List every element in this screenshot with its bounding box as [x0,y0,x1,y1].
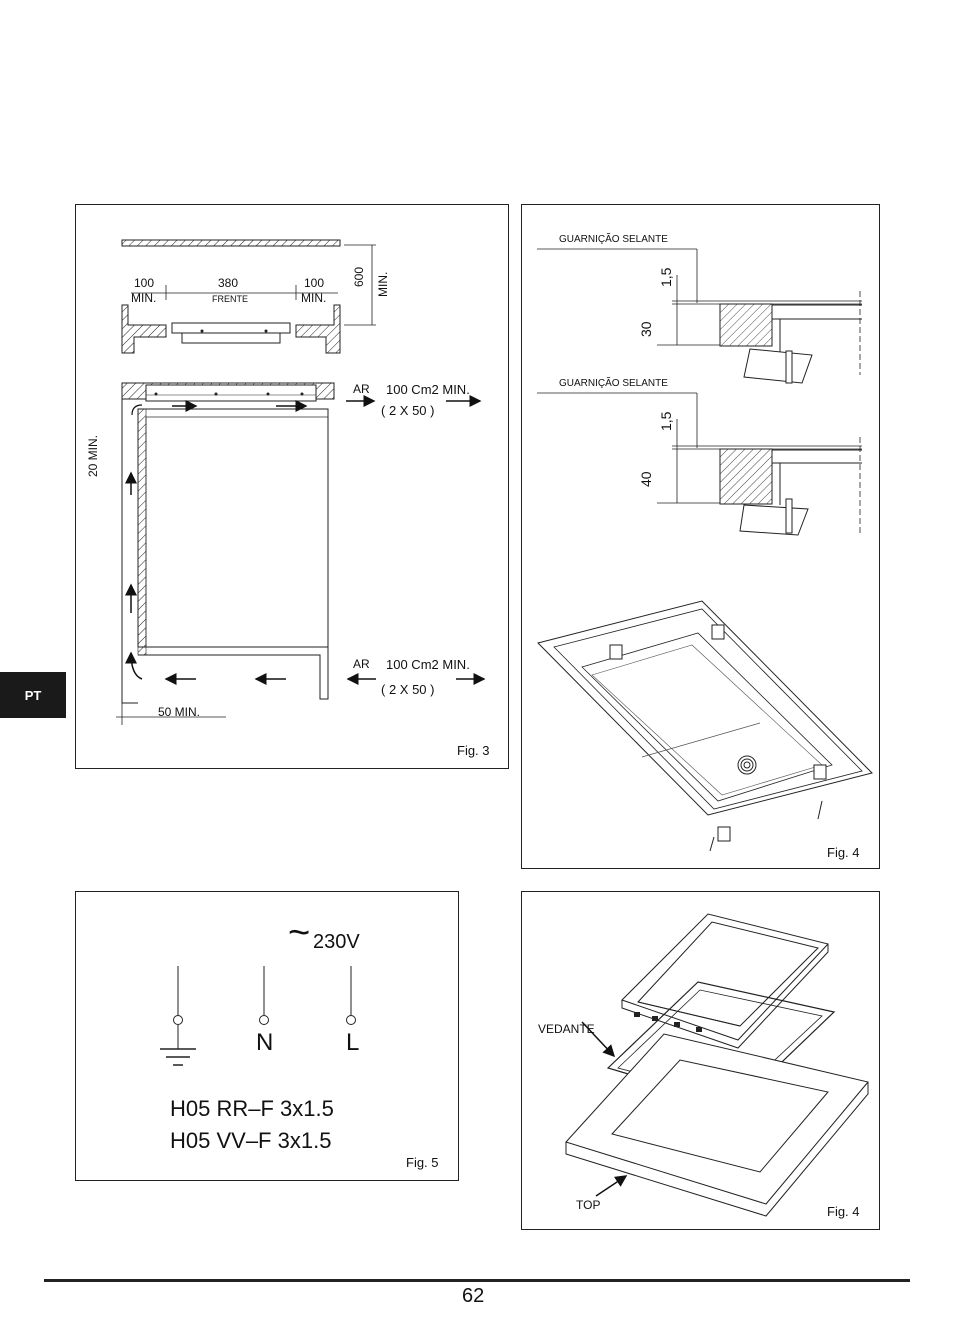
bottom-gap-label: 50 MIN. [158,705,201,719]
center-label: FRENTE [212,294,248,304]
voltage-tilde: ~ [288,912,311,954]
left-min-value: 100 [134,276,155,290]
cable-spec-2: H05 VV–F 3x1.5 [170,1128,332,1153]
fig5-drawing [160,966,356,1066]
vent-bottom-split: ( 2 X 50 ) [381,682,435,697]
vent-top-split: ( 2 X 50 ) [381,403,435,418]
terminal-l: L [346,1029,360,1056]
vent-top-area: 100 Cm2 MIN. [386,382,470,397]
vent-bottom-area: 100 Cm2 MIN. [386,657,470,672]
fig4-section-caption: Fig. 4 [827,845,860,860]
fig5-caption: Fig. 5 [406,1155,439,1170]
fig3-drawing [116,239,486,725]
fig4-exploded-drawing [565,913,869,1217]
fig4-exploded-caption: Fig. 4 [827,1204,860,1219]
vent-top-ar: AR [353,382,370,396]
height-label: MIN. [376,271,390,297]
fig3-caption: Fig. 3 [457,743,490,758]
fig4-exploded-panel: VEDANTE TOP Fig. 4 [521,891,880,1230]
vedante-label: VEDANTE [538,1022,595,1036]
terminal-n: N [256,1029,274,1056]
fig3-panel: 100 MIN. 380 FRENTE 100 MIN. 600 MIN. 20… [75,204,509,769]
height-value: 600 [352,266,366,287]
bottom-thickness-value: 40 [638,471,654,487]
right-min-value: 100 [304,276,325,290]
bottom-gap-value: 1,5 [658,411,674,431]
side-gap-label: 20 MIN. [86,434,100,477]
left-min-label: MIN. [131,291,157,305]
top-gap-value: 1,5 [658,267,674,287]
voltage-label: 230V [313,931,360,953]
top-thickness-value: 30 [638,321,654,337]
cable-spec-1: H05 RR–F 3x1.5 [170,1096,334,1121]
top-label: TOP [576,1198,601,1212]
fig4-section-panel: GUARNIÇÃO SELANTE 1,5 30 GUARNIÇÃO SELAN… [521,204,880,869]
bottom-seal-label: GUARNIÇÃO SELANTE [559,378,668,389]
fig5-panel: ~ 230V N L H05 RR–F 3x1.5 H05 VV–F 3x1.5… [75,891,459,1181]
language-tab: PT [0,672,66,718]
page-number: 62 [462,1285,485,1307]
center-value: 380 [218,276,239,290]
fig4-section-drawing [537,248,873,852]
right-min-label: MIN. [301,291,327,305]
top-seal-label: GUARNIÇÃO SELANTE [559,234,668,245]
footer-rule [44,1279,910,1282]
vent-bottom-ar: AR [353,657,370,671]
